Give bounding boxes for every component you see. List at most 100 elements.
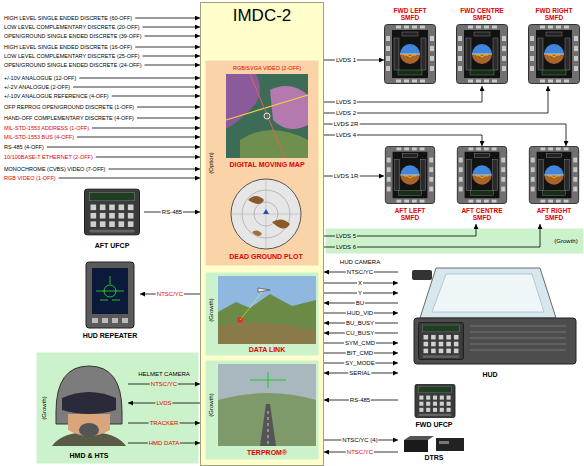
status-note: (Option) (208, 152, 215, 174)
hud-picture (470, 326, 566, 350)
signal-label: CU_BUSY (345, 330, 375, 337)
recorder-picture (404, 436, 434, 440)
map-picture (226, 74, 308, 158)
plot-picture (263, 209, 269, 214)
repeater-picture (86, 262, 134, 328)
unit-label: HUD REPEATER (83, 332, 138, 340)
signal-line (96, 157, 200, 158)
plot-picture (231, 179, 301, 249)
repeater-picture (86, 262, 134, 328)
signal-label: BIT_CMD (346, 350, 374, 357)
helmet-picture (62, 392, 116, 414)
signal-label: LVDS 4 (335, 132, 357, 139)
display-label: FWD CENTRE SMFD (459, 7, 505, 22)
growth-panel: (Growth)TERPROM® (205, 360, 319, 460)
signal-label: LVDS 6 (335, 244, 357, 251)
smfd-display: AFT LEFT SMFD (384, 146, 436, 224)
signal-label: MIL-STD-1553 ADDRESS (1-OFF) (4, 125, 89, 131)
smfd-picture (457, 146, 506, 203)
signal-label: LVDS 1 (335, 57, 357, 64)
signal-label: HUD_VID (346, 310, 374, 317)
datalink-picture (218, 276, 316, 344)
map-picture (250, 74, 285, 158)
datalink-picture (240, 292, 262, 320)
status-note: (Growth) (554, 238, 577, 245)
signal-label: LVDS (155, 400, 172, 407)
signal-label: MIL-STD-1553 BUS (4-OFF) (4, 134, 74, 140)
hud-picture (419, 322, 464, 359)
panel-label: DIGITAL MOVING MAP (229, 161, 304, 169)
terrain-picture (268, 408, 269, 444)
signal-label: HIGH LEVEL SINGLE ENDED DISCRETE (16-OFF… (4, 44, 132, 50)
signal-line (73, 87, 200, 88)
hud-picture (412, 270, 432, 280)
panel-label: DEAD GROUND PLOT (229, 253, 303, 261)
recorder-unit: DTRS (398, 434, 470, 464)
unit-title: IMDC-2 (233, 6, 292, 26)
signal-line (145, 36, 200, 37)
keypad-picture (84, 189, 139, 235)
map-picture (226, 74, 260, 129)
display-label: FWD LEFT SMFD (387, 7, 433, 22)
signal-label: RS-485 (161, 209, 183, 216)
camera-label: HUD CAMERA (340, 259, 380, 266)
signal-label: Y (357, 290, 363, 297)
signal-label: RGB VIDEO (1-OFF) (4, 175, 56, 181)
signal-line (112, 96, 200, 97)
terrain-picture (260, 404, 276, 446)
camera-label: HELMET CAMERA (138, 371, 190, 378)
signal-line (143, 27, 201, 28)
keypad-picture (415, 384, 455, 417)
signal-line (108, 169, 200, 170)
signal-label: NTSC/YC (150, 381, 178, 388)
signal-label: HMD DATA (148, 440, 180, 447)
repeater-picture (102, 318, 108, 323)
signal-label: LVDS 3 (335, 99, 357, 106)
signal-line (135, 47, 200, 48)
helmet-picture (68, 414, 110, 436)
map-picture (270, 86, 308, 129)
node-fill (206, 361, 319, 460)
signal-label: OPEN/GROUND SINGLE ENDED DISCRETE (24-OF… (4, 62, 142, 68)
smfd-display: FWD CENTRE SMFD (456, 4, 508, 86)
node-fill (37, 353, 199, 464)
smfd-picture (385, 25, 580, 204)
signal-label: NTSC/YC (346, 269, 374, 276)
smfd-picture (385, 146, 434, 203)
smfd-picture (457, 25, 508, 84)
plot-picture (272, 219, 290, 228)
signal-label: SY_MODE (344, 360, 375, 367)
datalink-picture (258, 288, 270, 292)
map-picture (240, 130, 308, 158)
hud-picture (414, 318, 576, 364)
signal-label: OPEN/GROUND SINGLE ENDED DISCRETE (39-OF… (4, 33, 142, 39)
helmet-picture (79, 423, 99, 437)
signal-label: LVDS 1R (333, 173, 360, 180)
repeater-picture (112, 318, 118, 323)
plot-picture (252, 230, 262, 236)
signal-label: SYM_CMD (344, 340, 376, 347)
repeater-display: HUD REPEATER (80, 260, 140, 342)
unit-label: HUD (482, 371, 497, 379)
signal-label: LVDS 5 (335, 233, 357, 240)
unit-label: DTRS (424, 454, 443, 462)
repeater-picture (92, 318, 98, 323)
signal-line (47, 147, 200, 148)
terrain-picture (218, 364, 316, 446)
growth-panel: (Growth)HMD & HTS (36, 352, 199, 464)
panel-label: DATA LINK (249, 346, 285, 354)
signal-label: RS-485 (349, 397, 371, 404)
signal-line (135, 18, 200, 19)
repeater-picture (92, 268, 128, 314)
helmet-picture (52, 366, 126, 446)
datalink-picture (218, 294, 316, 344)
signal-line (324, 86, 548, 113)
signal-label: +/-10V ANALOGUE (12-OFF) (4, 75, 76, 81)
smfd-display: AFT CENTRE SMFD (456, 146, 508, 224)
signal-label: BU_BUSY (345, 320, 375, 327)
signal-label: HIGH LEVEL SINGLE ENDED DISCRETE (60-OFF… (4, 15, 132, 21)
signal-label: LVDS 2 (335, 110, 357, 117)
growth-band: (Growth) (325, 228, 584, 254)
